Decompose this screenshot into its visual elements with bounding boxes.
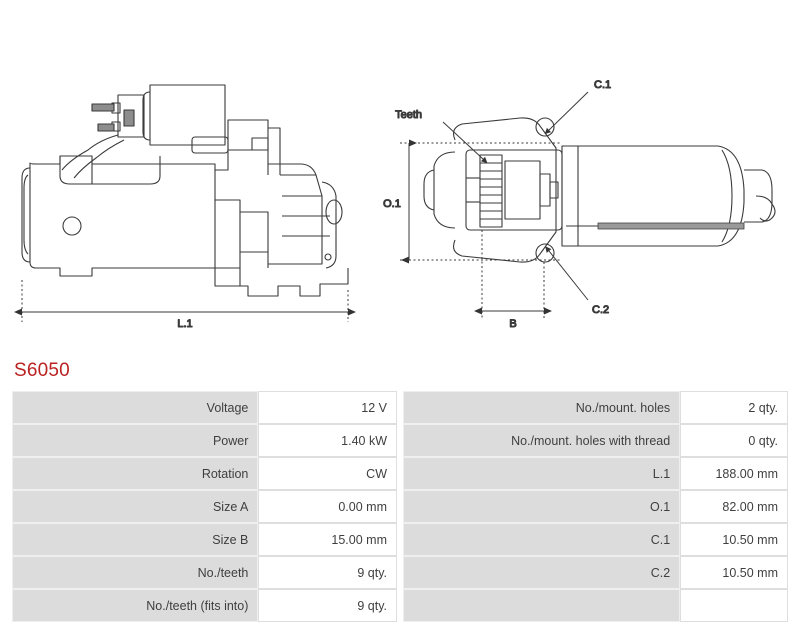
table-row: No./teeth 9 qty. bbox=[12, 556, 397, 589]
spec-value: 12 V bbox=[258, 391, 397, 424]
dimension-label-c2: C.2 bbox=[592, 304, 609, 316]
spec-label: Size B bbox=[12, 523, 259, 556]
table-row: No./mount. holes 2 qty. bbox=[403, 391, 788, 424]
spec-label: Power bbox=[12, 424, 259, 457]
table-row: No./teeth (fits into) 9 qty. bbox=[12, 589, 397, 622]
table-row: C.1 10.50 mm bbox=[403, 523, 788, 556]
table-row: No./mount. holes with thread 0 qty. bbox=[403, 424, 788, 457]
page-title: S6050 bbox=[14, 360, 70, 381]
spec-value bbox=[680, 589, 788, 622]
spec-label: O.1 bbox=[403, 490, 681, 523]
table-row: Power 1.40 kW bbox=[12, 424, 397, 457]
spec-value: 0 qty. bbox=[680, 424, 788, 457]
spec-label: L.1 bbox=[403, 457, 681, 490]
table-row: C.2 10.50 mm bbox=[403, 556, 788, 589]
table-row: O.1 82.00 mm bbox=[403, 490, 788, 523]
table-row: Size B 15.00 mm bbox=[12, 523, 397, 556]
spec-value: 10.50 mm bbox=[680, 523, 788, 556]
dimension-label-teeth: Teeth bbox=[395, 109, 422, 121]
spec-label: C.2 bbox=[403, 556, 681, 589]
table-row: Size A 0.00 mm bbox=[12, 490, 397, 523]
table-row: Voltage 12 V bbox=[12, 391, 397, 424]
spec-table-right: No./mount. holes 2 qty. No./mount. holes… bbox=[403, 391, 788, 622]
spec-label: No./teeth (fits into) bbox=[12, 589, 259, 622]
specification-tables: Voltage 12 V Power 1.40 kW Rotation CW S… bbox=[12, 391, 788, 622]
spec-value: 2 qty. bbox=[680, 391, 788, 424]
spec-table-left: Voltage 12 V Power 1.40 kW Rotation CW S… bbox=[12, 391, 397, 622]
technical-drawings: L.1 bbox=[14, 78, 776, 331]
leader-c1 bbox=[544, 91, 589, 135]
spec-label: Voltage bbox=[12, 391, 259, 424]
spec-value: 9 qty. bbox=[258, 589, 397, 622]
spec-value: CW bbox=[258, 457, 397, 490]
spec-value: 9 qty. bbox=[258, 556, 397, 589]
dimension-label-b: B bbox=[509, 318, 516, 330]
spec-label: Rotation bbox=[12, 457, 259, 490]
dimension-label-l1: L.1 bbox=[177, 318, 192, 330]
dimension-l1 bbox=[14, 280, 356, 322]
starter-end-view-body bbox=[423, 117, 776, 263]
dimension-label-o1: O.1 bbox=[383, 198, 401, 210]
spec-label bbox=[403, 589, 681, 622]
table-row: Rotation CW bbox=[12, 457, 397, 490]
spec-value: 188.00 mm bbox=[680, 457, 788, 490]
spec-value: 10.50 mm bbox=[680, 556, 788, 589]
dimension-b bbox=[474, 230, 552, 318]
leader-teeth bbox=[442, 121, 488, 164]
spec-value: 82.00 mm bbox=[680, 490, 788, 523]
table-row bbox=[403, 589, 788, 622]
spec-value: 1.40 kW bbox=[258, 424, 397, 457]
spec-label: Size A bbox=[12, 490, 259, 523]
spec-value: 15.00 mm bbox=[258, 523, 397, 556]
leader-c2 bbox=[545, 246, 589, 301]
spec-label: C.1 bbox=[403, 523, 681, 556]
dimension-o1 bbox=[400, 139, 560, 264]
spec-label: No./teeth bbox=[12, 556, 259, 589]
spec-value: 0.00 mm bbox=[258, 490, 397, 523]
spec-label: No./mount. holes with thread bbox=[403, 424, 681, 457]
dimension-label-c1: C.1 bbox=[594, 79, 611, 91]
starter-side-view-body bbox=[21, 84, 349, 297]
spec-label: No./mount. holes bbox=[403, 391, 681, 424]
table-row: L.1 188.00 mm bbox=[403, 457, 788, 490]
